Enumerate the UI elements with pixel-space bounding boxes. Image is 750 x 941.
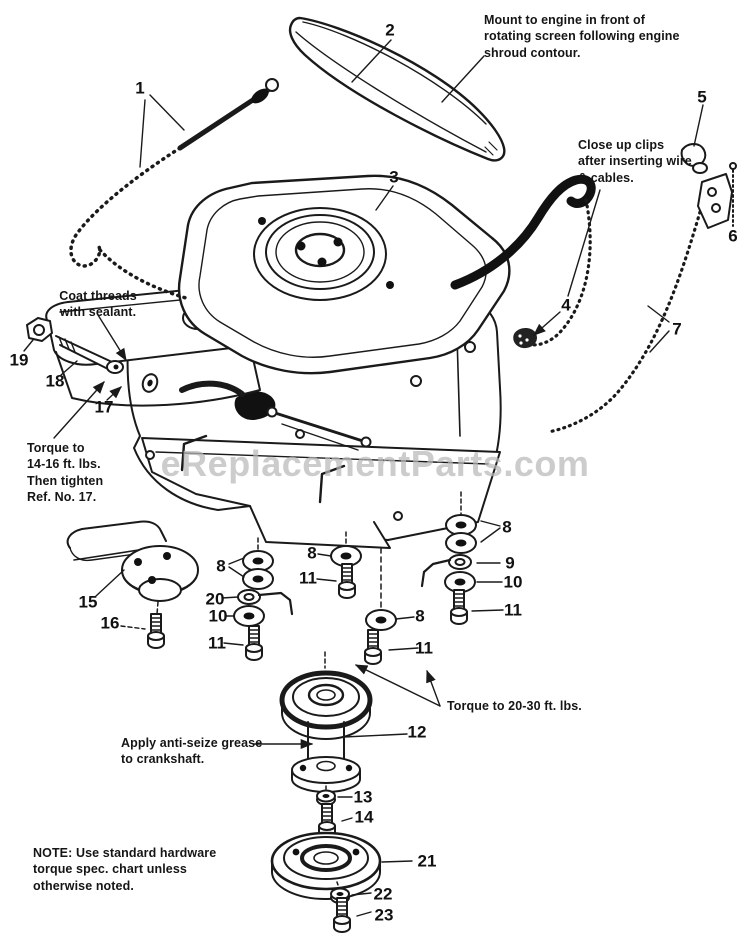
callout-8d: 8 — [415, 606, 425, 626]
callout-8a: 8 — [502, 517, 512, 537]
note-clips-instruction: Close up clips after inserting wire & ca… — [578, 138, 692, 185]
callout-14: 14 — [354, 807, 374, 827]
callout-22: 22 — [373, 884, 393, 904]
note-grease-instruction: Apply anti-seize grease to crankshaft. — [121, 736, 263, 767]
callout-19: 19 — [9, 350, 29, 370]
callout-12: 12 — [407, 722, 427, 742]
callout-18: 18 — [45, 371, 65, 391]
note-standard-hardware: NOTE: Use standard hardware torque spec.… — [33, 846, 217, 893]
callout-11a: 11 — [504, 600, 522, 620]
callout-5: 5 — [697, 87, 707, 107]
watermark-text: eReplacementParts.com — [160, 443, 590, 484]
callout-8b: 8 — [307, 543, 317, 563]
callout-23: 23 — [374, 905, 394, 925]
callout-16: 16 — [100, 613, 120, 633]
callout-7: 7 — [672, 319, 682, 339]
note-torque-20-30: Torque to 20-30 ft. lbs. — [447, 699, 582, 713]
callout-15: 15 — [78, 592, 98, 612]
callout-21: 21 — [417, 851, 437, 871]
callout-13: 13 — [353, 787, 373, 807]
callout-1: 1 — [135, 78, 145, 98]
note-torque-14-16: Torque to 14-16 ft. lbs. Then tighten Re… — [27, 441, 104, 504]
callout-9a: 9 — [505, 553, 515, 573]
callout-3: 3 — [389, 167, 399, 187]
callout-20: 20 — [205, 589, 225, 609]
callout-4: 4 — [561, 295, 571, 315]
callout-2: 2 — [385, 20, 395, 40]
callout-17: 17 — [94, 397, 114, 417]
callout-10a: 10 — [503, 572, 523, 592]
callout-6: 6 — [728, 226, 738, 246]
note-mount-instruction: Mount to engine in front of rotating scr… — [484, 13, 680, 60]
callout-11b: 11 — [299, 568, 317, 588]
note-sealant-instruction: Coat threads with sealant. — [59, 289, 137, 320]
callout-10b: 10 — [208, 606, 228, 626]
callout-8c: 8 — [216, 556, 226, 576]
callout-11d: 11 — [415, 638, 433, 658]
callout-11c: 11 — [208, 633, 226, 653]
